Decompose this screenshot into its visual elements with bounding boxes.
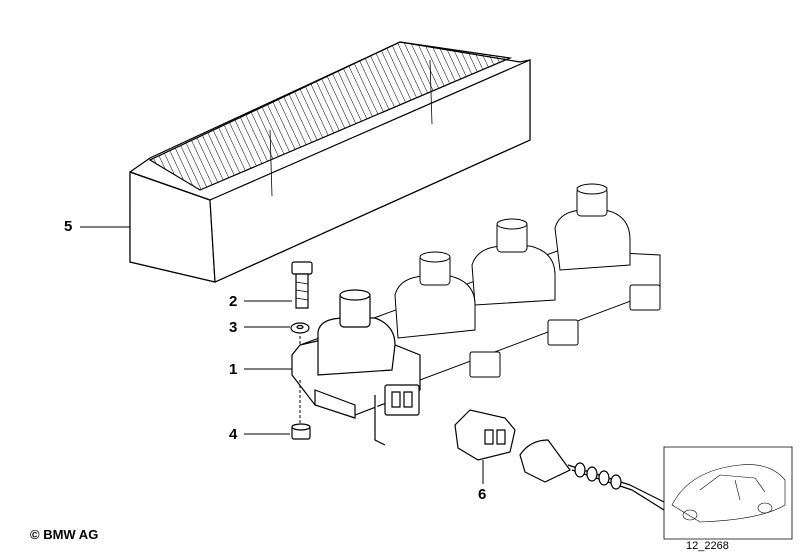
bolt-part [292, 262, 312, 308]
diagram-reference-code: 12_2268 [686, 540, 729, 552]
callout-5: 5 [64, 218, 73, 235]
wiring-harness [520, 440, 668, 510]
callout-2: 2 [229, 293, 238, 310]
callout-3: 3 [229, 319, 238, 336]
ignition-coil-part [292, 290, 420, 445]
engine-cover-part [130, 42, 530, 282]
callout-leaders [80, 227, 483, 484]
nut-part [292, 424, 310, 439]
plug-connector-part [455, 410, 515, 460]
callout-1: 1 [229, 361, 238, 378]
callout-4: 4 [229, 426, 238, 443]
callout-6: 6 [478, 486, 487, 503]
washer-part [291, 323, 309, 333]
vehicle-locator-inset [664, 447, 792, 539]
copyright-notice: © BMW AG [30, 527, 99, 542]
